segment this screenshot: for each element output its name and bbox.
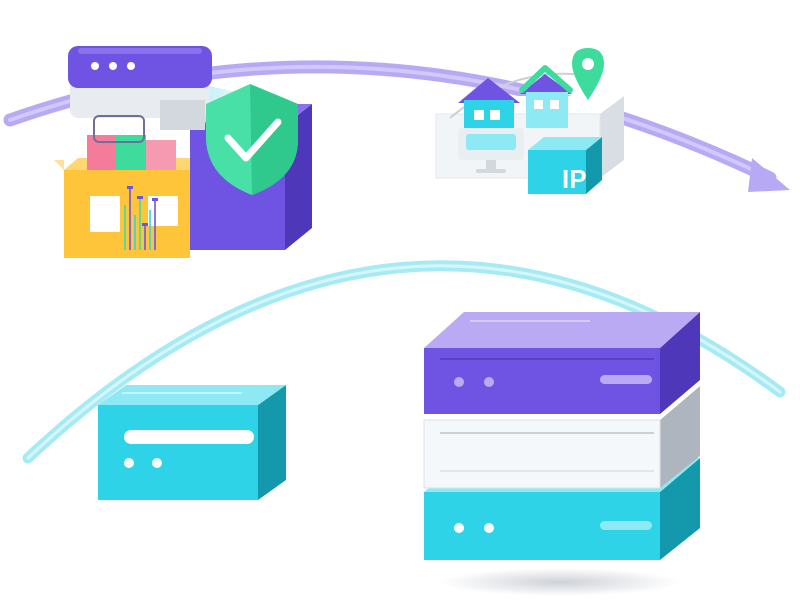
ip-box: IP bbox=[528, 137, 602, 194]
server-icon bbox=[98, 385, 286, 500]
open-box-icon bbox=[54, 135, 190, 258]
server-stack bbox=[423, 312, 700, 596]
ip-label: IP bbox=[562, 164, 587, 194]
server-icon bbox=[424, 312, 700, 414]
network-location-group: IP bbox=[435, 48, 624, 194]
browser-window-icon bbox=[68, 46, 212, 143]
shield-check-icon bbox=[206, 84, 298, 195]
monitor-icon bbox=[458, 128, 524, 173]
map-pin-icon bbox=[572, 48, 604, 100]
house-icon bbox=[520, 74, 572, 128]
security-box-group bbox=[54, 46, 312, 258]
